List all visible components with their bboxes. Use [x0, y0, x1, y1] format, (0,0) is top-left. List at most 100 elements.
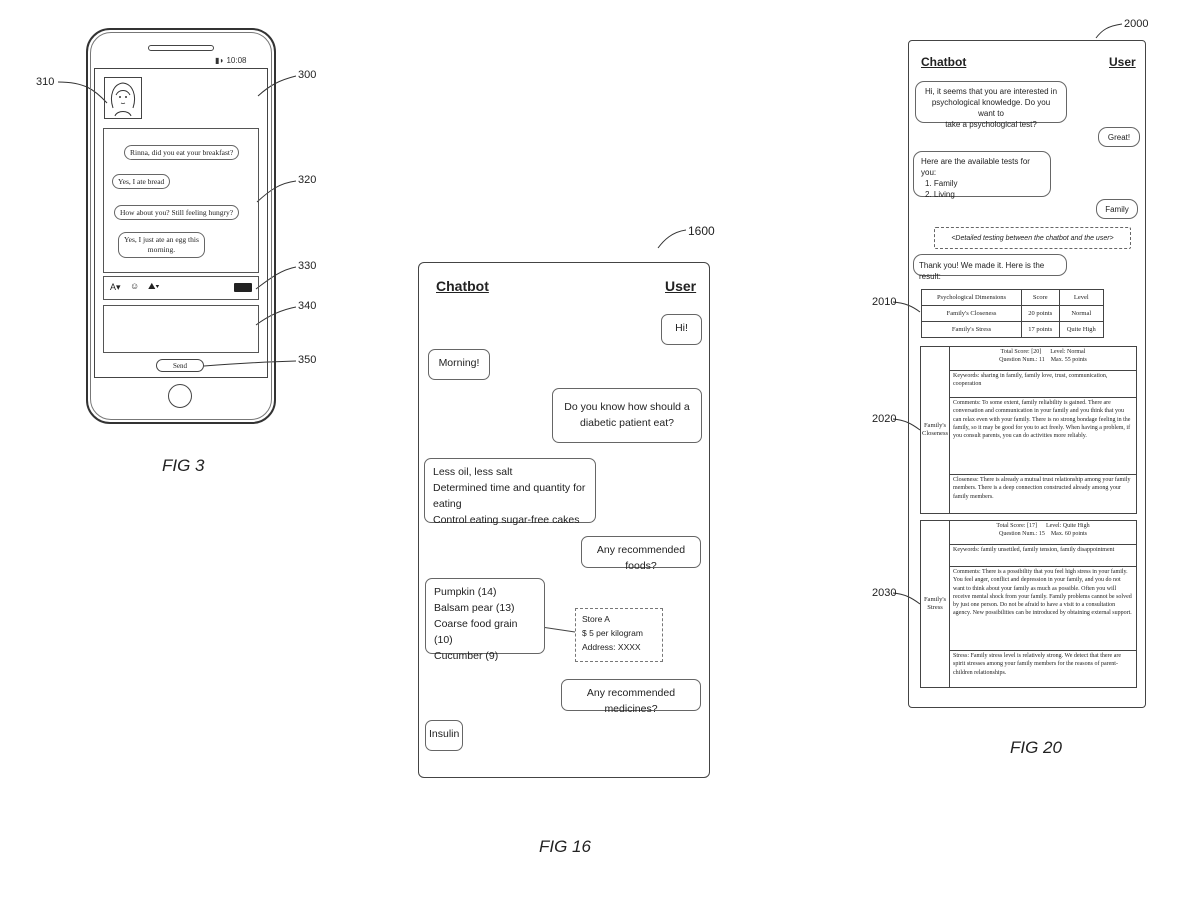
table-row: Family's Closeness 20 points Normal — [920, 305, 1104, 322]
message-line: Pumpkin (14) — [434, 586, 497, 598]
camera-icon[interactable] — [234, 283, 252, 292]
message-line: Determined time and quantity for eating — [433, 482, 586, 510]
ref-label-330: 330 — [298, 260, 317, 272]
table-header: Level — [1058, 289, 1104, 306]
chatbot-header: Chatbot — [436, 278, 489, 294]
input-toolbar: A▾ ☺ ⛰▾ — [103, 276, 259, 300]
user-message: Family — [1096, 199, 1138, 219]
message-line: Here are the available tests for you: — [921, 157, 1030, 177]
message-line: diabetic patient eat? — [580, 417, 674, 429]
message-line: Do you know how should a — [564, 401, 690, 413]
score-summary: Total Score: [17] Level: Quite High Ques… — [950, 521, 1136, 545]
chat-window — [418, 262, 710, 778]
image-icon[interactable]: ⛰▾ — [148, 281, 160, 291]
score-line: Question Num.: 11 Max. 55 points — [999, 357, 1087, 364]
user-message: Do you know how should a diabetic patien… — [552, 388, 702, 443]
chat-message: Yes, I ate bread — [112, 174, 171, 189]
ref-label-2030: 2030 — [872, 587, 897, 599]
ref-label-350: 350 — [298, 354, 317, 366]
message-line: Less oil, less salt — [433, 466, 513, 478]
font-button-label: A — [110, 282, 117, 292]
chat-window — [908, 40, 1146, 708]
keywords-cell: Keywords: sharing in family, family love… — [950, 371, 1136, 398]
table-header-row: Psychological Dimensions Score Level — [920, 289, 1104, 306]
figure-caption: FIG 20 — [1010, 738, 1062, 757]
phone-inner-outline — [90, 32, 272, 420]
chat-message: Rinna, did you eat your breakfast? — [124, 145, 240, 160]
message-line: psychological knowledge. Do you want to — [931, 98, 1051, 118]
chatbot-message: Less oil, less salt Determined time and … — [424, 458, 596, 526]
user-message: Any recommended foods? — [581, 536, 701, 572]
section-label-line: Closeness — [922, 430, 948, 437]
message-input[interactable] — [103, 305, 259, 353]
message-line: 1. Family — [925, 179, 958, 188]
table-cell: Family's Closeness — [920, 305, 1023, 322]
score-summary: Total Score: [20] Level: Normal Question… — [950, 347, 1136, 371]
chat-message-line: morning. — [147, 245, 176, 254]
chat-message-line: Yes, I just ate an egg this — [124, 235, 199, 244]
user-message: Hi! — [661, 314, 702, 345]
detailed-testing-note: <Detailed testing between the chatbot an… — [934, 227, 1131, 249]
chatbot-message: Here are the available tests for you: 1.… — [913, 151, 1051, 199]
chatbot-message: Thank you! We made it. Here is the resul… — [913, 254, 1067, 281]
font-menu-button[interactable]: A▾ — [110, 282, 121, 292]
table-cell: Quite High — [1058, 321, 1104, 338]
table-row: Family's Stress 17 points Quite High — [920, 321, 1104, 338]
section-label-line: Stress — [927, 604, 943, 611]
ref-label-340: 340 — [298, 300, 317, 312]
ref-label-300: 300 — [298, 69, 317, 81]
user-header: User — [1109, 55, 1136, 69]
home-button[interactable] — [168, 384, 192, 408]
status-time: 10:08 — [226, 56, 247, 65]
status-bar: ▮◗ 10:08 — [215, 56, 247, 65]
avatar — [104, 77, 142, 119]
comments-cell: Comments: To some extent, family reliabi… — [950, 398, 1136, 475]
section-label-line: Family's — [923, 596, 947, 603]
phone-screen — [94, 68, 268, 378]
table-cell: Normal — [1058, 305, 1104, 322]
chatbot-message: Hi, it seems that you are interested in … — [915, 81, 1067, 129]
chatbot-message: Insulin — [425, 720, 463, 751]
send-button[interactable]: Send — [156, 359, 204, 372]
score-line: Total Score: [20] Level: Normal — [1000, 349, 1086, 355]
message-line: Hi, it seems that you are interested in — [924, 87, 1058, 96]
message-line: take a psychological test? — [945, 120, 1037, 129]
chatbot-message: Morning! — [428, 349, 490, 380]
chat-area[interactable]: Rinna, did you eat your breakfast? Yes, … — [103, 128, 259, 273]
ref-label-1600: 1600 — [688, 224, 715, 238]
signal-icon: ▮◗ — [215, 56, 225, 65]
message-line: Balsam pear (13) — [434, 602, 515, 614]
chatbot-message: Pumpkin (14) Balsam pear (13) Coarse foo… — [425, 578, 545, 662]
chat-message: Yes, I just ate an egg this morning. — [118, 232, 205, 258]
table-cell: 17 points — [1021, 321, 1060, 338]
table-cell: Family's Stress — [920, 321, 1023, 338]
message-line: Coarse food grain (10) — [434, 618, 518, 646]
emoji-icon[interactable]: ☺ — [130, 281, 140, 291]
ref-label-320: 320 — [298, 174, 317, 186]
avatar-girl-icon — [110, 82, 136, 117]
keywords-cell: Keywords: family unsettled, family tensi… — [950, 545, 1136, 567]
chatbot-header: Chatbot — [921, 55, 967, 69]
message-line: Control eating sugar-free cakes — [433, 514, 580, 526]
result-table: Psychological Dimensions Score Level Fam… — [920, 289, 1104, 338]
table-header: Psychological Dimensions — [920, 289, 1023, 306]
ref-label-310: 310 — [36, 76, 55, 88]
store-info-card[interactable]: Store A $ 5 per kilogram Address: XXXX — [575, 608, 663, 662]
stress-note-cell: Stress: Family stress level is relativel… — [953, 653, 1122, 676]
ref-label-2000: 2000 — [1124, 18, 1149, 30]
user-message: Any recommended medicines? — [561, 679, 701, 715]
store-price: $ 5 per kilogram — [582, 628, 643, 638]
phone-speaker — [148, 45, 214, 51]
store-address: Address: XXXX — [582, 642, 641, 652]
phone-outline — [86, 28, 276, 424]
comments-cell: Comments: There is a possibility that yo… — [950, 567, 1136, 651]
closeness-note-cell: Closeness: There is already a mutual tru… — [953, 477, 1131, 500]
ref-label-2020: 2020 — [872, 413, 897, 425]
section-label-line: Family's — [923, 422, 947, 429]
table-cell: 20 points — [1021, 305, 1060, 322]
message-line: Cucumber (9) — [434, 650, 499, 662]
score-line: Question Num.: 15 Max. 60 points — [999, 531, 1087, 538]
